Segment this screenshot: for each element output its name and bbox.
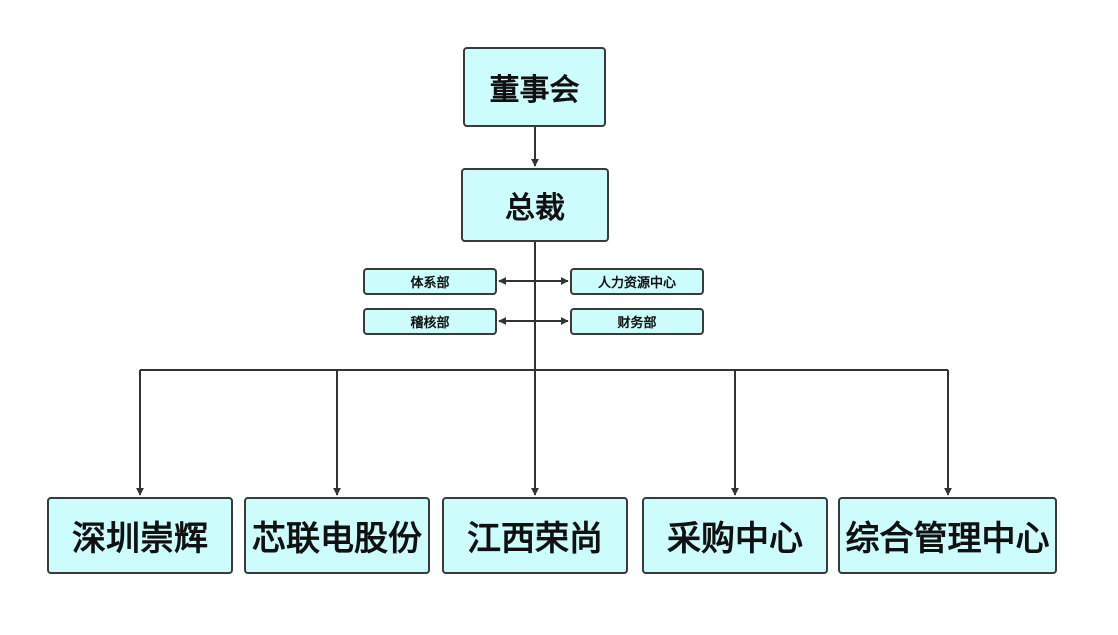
staff-node-left-2: 稽核部 — [363, 308, 497, 335]
unit-node-5: 综合管理中心 — [838, 497, 1057, 574]
unit-node-3: 江西荣尚 — [442, 497, 628, 574]
staff-node-right-2: 财务部 — [570, 308, 704, 335]
staff-node-right-1: 人力资源中心 — [570, 268, 704, 295]
board-node: 董事会 — [463, 47, 606, 127]
unit-node-4: 采购中心 — [642, 497, 828, 574]
unit-node-2: 芯联电股份 — [244, 497, 430, 574]
staff-node-left-1: 体系部 — [363, 268, 497, 295]
unit-node-1: 深圳崇辉 — [47, 497, 233, 574]
president-node: 总裁 — [461, 168, 609, 242]
